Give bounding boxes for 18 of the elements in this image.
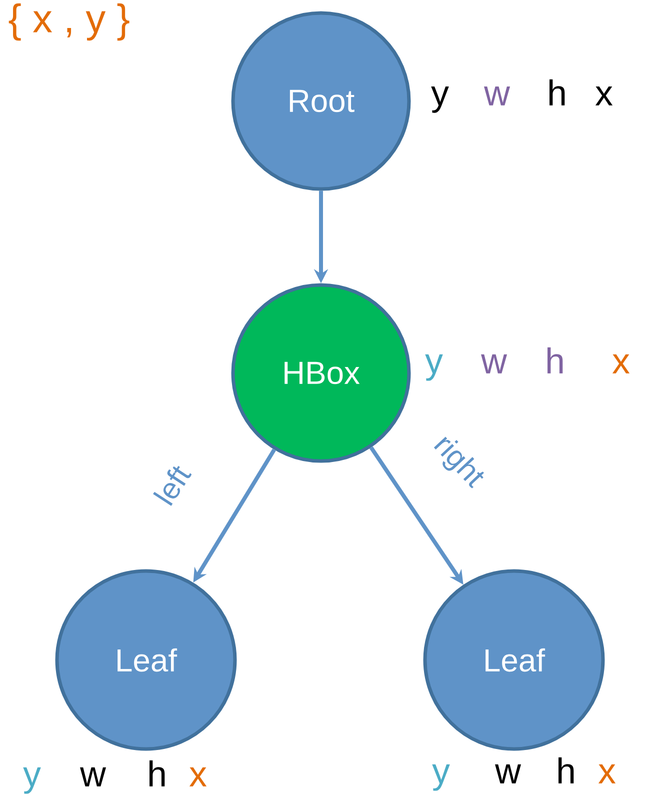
variable-label: h <box>550 79 565 106</box>
variable-label: x <box>595 86 613 106</box>
variable-label: x <box>598 764 616 784</box>
variable-label: w <box>481 354 508 374</box>
variable-label: h <box>558 757 574 784</box>
variable-label: x <box>612 354 630 374</box>
variable-label: w <box>80 767 106 786</box>
variable-label: w <box>495 764 522 784</box>
variable-label: x <box>189 767 207 786</box>
variable-label: y <box>432 764 450 791</box>
axis-label: { x , y } <box>8 3 130 41</box>
variable-label: y <box>425 354 443 381</box>
variable-label: w <box>484 86 510 106</box>
variable-label: y <box>23 767 41 794</box>
variable-label: h <box>150 760 165 786</box>
variable-label: h <box>548 347 563 374</box>
edge-label: left <box>153 466 192 506</box>
variable-label: y <box>431 86 449 113</box>
